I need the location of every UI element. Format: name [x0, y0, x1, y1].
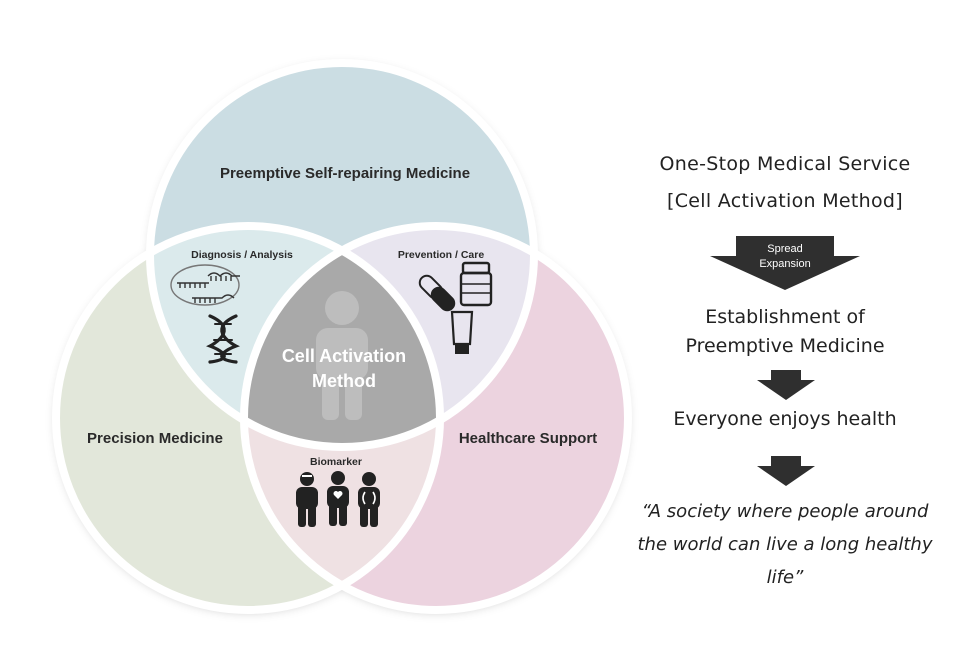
flow-quote: “A society where people around the world… [620, 495, 950, 594]
label-biomarker: Biomarker [310, 456, 362, 468]
label-healthcare: Healthcare Support [459, 430, 597, 447]
spread-expansion-arrow: Spread Expansion [710, 236, 860, 290]
person-icon [316, 291, 368, 420]
label-diagnosis: Diagnosis / Analysis [191, 249, 293, 261]
flow-quote-line2: the world can live a long healthy life” [637, 534, 933, 588]
flow-step-establishment-line2: Preemptive Medicine [685, 335, 885, 357]
pill-bottle-icon [459, 261, 493, 307]
flow-quote-line1: “A society where people around [641, 501, 929, 522]
flow-subtitle: [Cell Activation Method] [667, 190, 903, 212]
down-arrow-icon [757, 370, 815, 400]
label-precision: Precision Medicine [87, 430, 223, 447]
flow-step-health: Everyone enjoys health [673, 408, 897, 430]
dna-strand-icon [170, 264, 240, 306]
tube-icon [450, 310, 474, 354]
down-arrow-icon [757, 456, 815, 486]
flow-step-establishment-line1: Establishment of [705, 306, 865, 328]
flow-title: One-Stop Medical Service [659, 153, 911, 175]
flow-step-establishment: Establishment of Preemptive Medicine [620, 303, 950, 361]
biomarker-people-icon [296, 471, 380, 527]
dna-helix-icon [206, 314, 240, 364]
label-preemptive: Preemptive Self-repairing Medicine [220, 165, 470, 182]
label-prevention: Prevention / Care [398, 249, 485, 261]
arrow-label-spread: Spread [767, 243, 802, 255]
capsule-icon [418, 274, 456, 312]
arrow-label-expansion: Expansion [759, 258, 810, 270]
flow-panel: One-Stop Medical Service [Cell Activatio… [620, 0, 950, 666]
label-center-line1: Cell Activation [282, 346, 406, 366]
label-center-line2: Method [312, 371, 376, 391]
